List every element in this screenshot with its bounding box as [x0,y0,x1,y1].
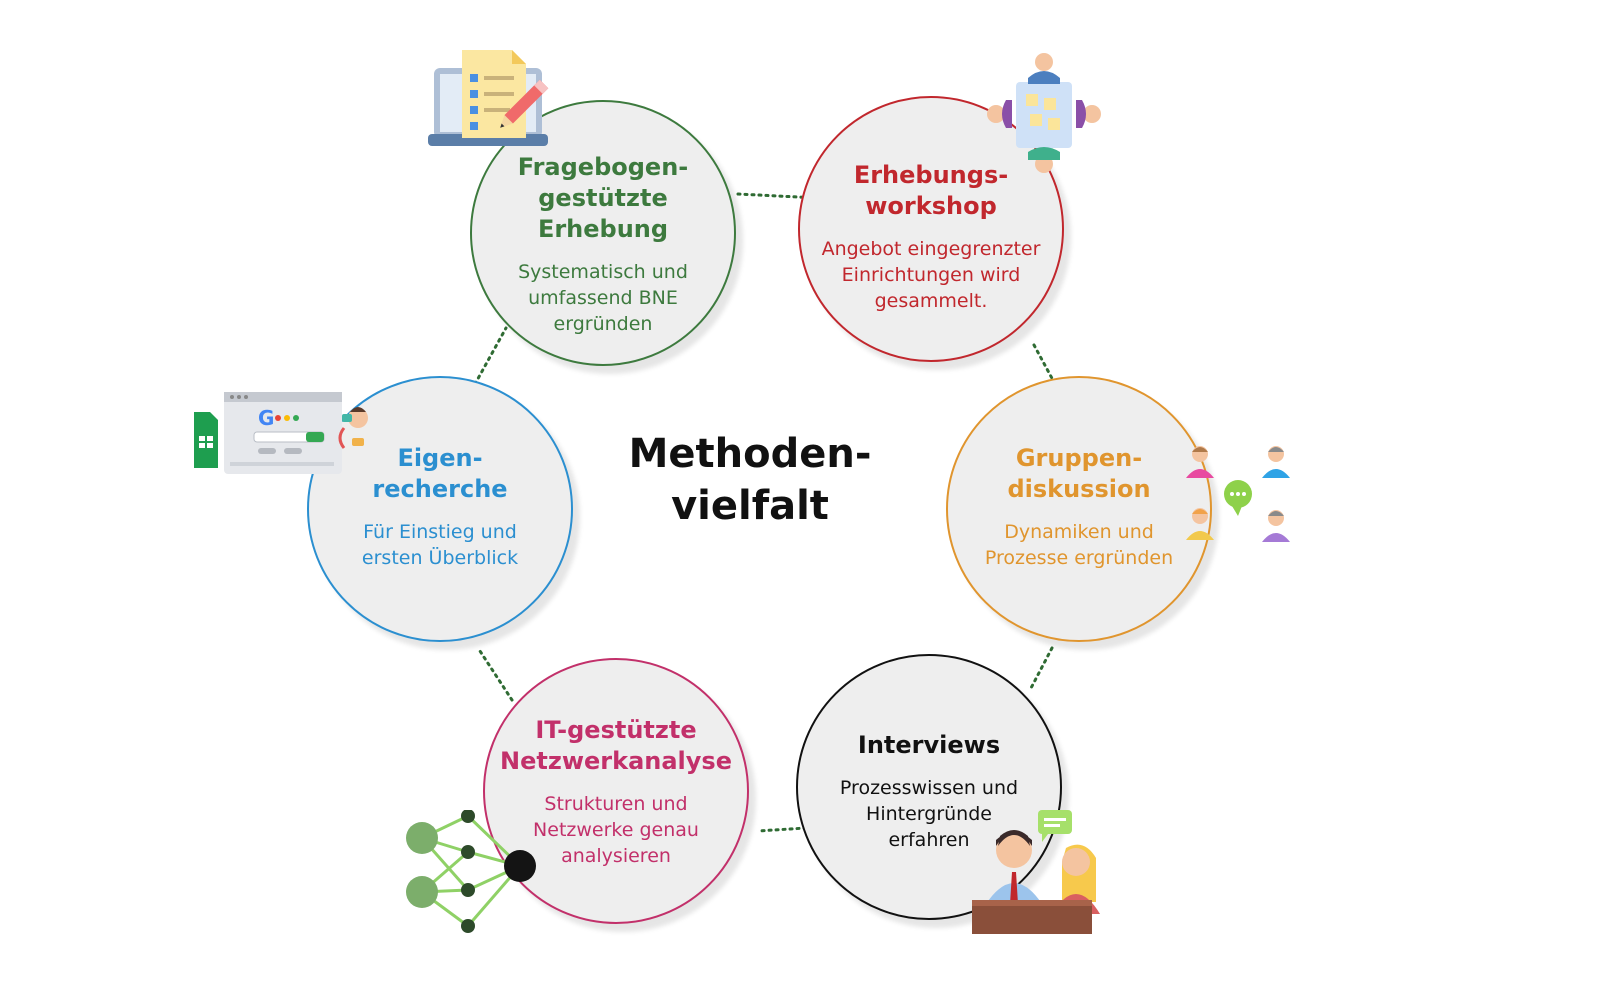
interview-icon [972,810,1100,934]
connector-fragebogen-workshop [736,192,820,200]
node-title: Gruppen- diskussion [1007,444,1151,503]
connector-workshop-gruppen [1032,343,1056,384]
connector-interviews-netzwerk [756,826,808,833]
svg-text:G: G [258,406,274,430]
neural-network-icon [406,810,536,933]
node-title: Erhebungs- workshop [853,161,1009,220]
node-description: Strukturen und Netzwerke genau analysier… [533,793,699,867]
node-interviews: Interviews Prozesswissen und Hintergründ… [796,654,1062,920]
web-research-icon: G [194,392,368,474]
node-title: IT-gestützte Netzwerkanalyse [500,716,732,775]
node-description: Systematisch und umfassend BNE ergründen [518,261,688,335]
node-title: Interviews [857,731,1001,759]
node-description: Prozesswissen und Hintergründe erfahren [839,777,1019,851]
node-description: Angebot eingegrenzter Einrichtungen wird… [821,238,1041,312]
questionnaire-icon [428,50,549,146]
node-gruppendiskussion: Gruppen- diskussion Dynamiken und Prozes… [946,376,1212,642]
node-fragebogen: Fragebogen- gestützte Erhebung Systemati… [470,100,736,366]
center-title: Methoden- vielfalt [628,431,872,529]
group-discussion-icon [1186,446,1290,542]
node-title: Fragebogen- gestützte Erhebung [517,153,689,243]
node-title: Eigen- recherche [372,444,508,503]
node-description: Dynamiken und Prozesse ergründen [984,521,1174,569]
connector-gruppen-interviews [1028,646,1054,692]
workshop-board-icon [987,53,1101,173]
connector-netzwerk-eigen [476,646,514,702]
node-description: Für Einstieg und ersten Überblick [361,521,519,569]
